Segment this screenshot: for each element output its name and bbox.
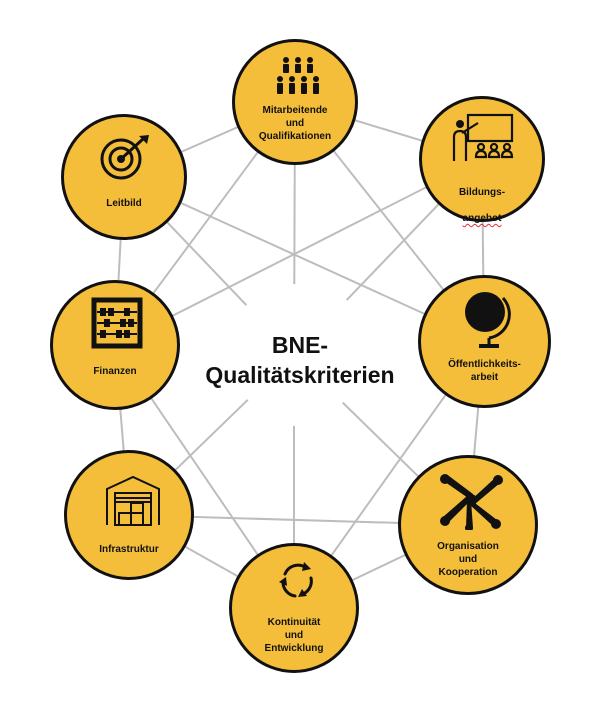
abacus-icon bbox=[91, 297, 143, 349]
node-label-oeffentlichkeitsarbeit: Öffentlichkeits- arbeit bbox=[448, 359, 521, 383]
cycle-arrows-icon bbox=[277, 560, 317, 600]
node-oeffentlichkeitsarbeit: Öffentlichkeits- arbeit bbox=[418, 275, 551, 408]
node-bildungsangebot: Bildungs- angebot bbox=[419, 96, 545, 224]
node-label-leitbild: Leitbild bbox=[106, 198, 142, 209]
center-title: BNE- Qualitätskriterien bbox=[195, 330, 405, 390]
node-label-finanzen: Finanzen bbox=[93, 366, 137, 377]
warehouse-icon bbox=[105, 475, 161, 527]
node-mitarbeitende: Mitarbeitende und Qualifikationen bbox=[232, 39, 358, 165]
node-kontinuitaet: Kontinuität und Entwicklung bbox=[229, 543, 359, 673]
teacher-presentation-icon bbox=[450, 113, 516, 163]
node-label-kontinuitaet: Kontinuität und Entwicklung bbox=[264, 617, 324, 654]
node-organisation: Organisation und Kooperation bbox=[398, 455, 538, 595]
node-label-bildungsangebot-line1: Bildungs- bbox=[458, 187, 506, 198]
hands-together-icon bbox=[439, 472, 503, 530]
node-label-infrastruktur: Infrastruktur bbox=[99, 544, 159, 555]
center-title-line2: Qualitätskriterien bbox=[205, 362, 395, 388]
target-arrow-icon bbox=[99, 133, 151, 181]
center-title-line1: BNE- bbox=[271, 332, 329, 358]
node-finanzen: Finanzen bbox=[50, 280, 180, 410]
node-label-bildungsangebot: Bildungs- angebot bbox=[422, 173, 542, 238]
globe-icon bbox=[459, 288, 515, 350]
node-leitbild: Leitbild bbox=[61, 114, 187, 240]
node-label-mitarbeitende: Mitarbeitende und Qualifikationen bbox=[258, 105, 332, 142]
node-label-organisation: Organisation und Kooperation bbox=[437, 541, 499, 578]
people-group-icon bbox=[276, 56, 320, 96]
cross-connector-bildung-finanzen bbox=[114, 158, 483, 346]
node-infrastruktur: Infrastruktur bbox=[64, 450, 194, 580]
node-label-bildungsangebot-line2: angebot bbox=[462, 213, 502, 224]
